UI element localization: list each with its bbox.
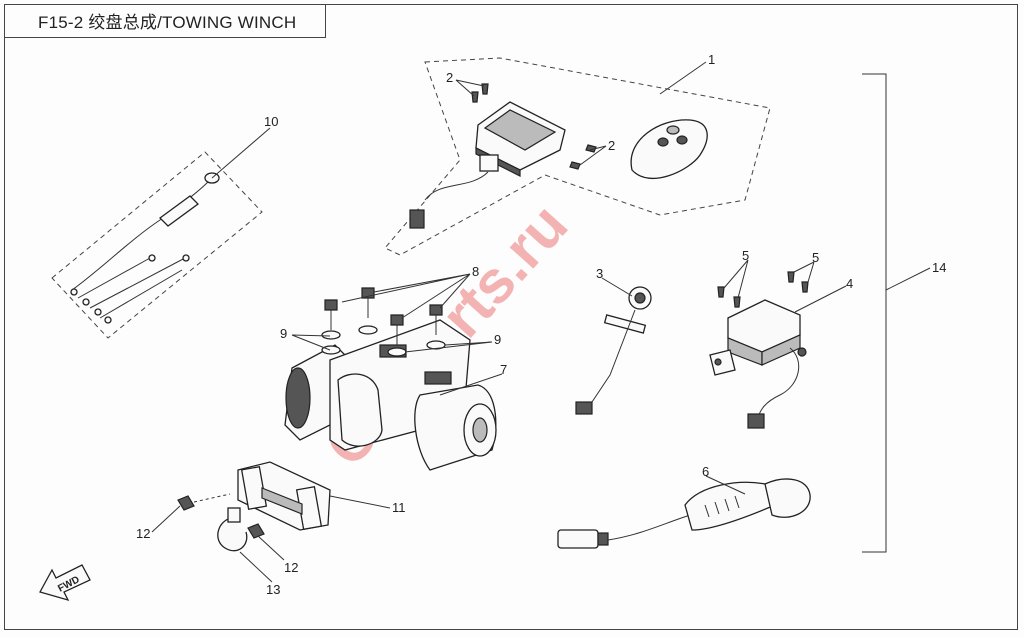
callout-11: 11	[392, 500, 406, 515]
callout-9-right: 9	[494, 332, 501, 347]
callout-13: 13	[266, 582, 280, 597]
callout-2-top: 2	[446, 70, 453, 85]
callout-5-left: 5	[742, 248, 749, 263]
part-13-hook	[217, 507, 248, 552]
callout-12-bottom: 12	[284, 560, 298, 575]
drawing-frame	[4, 4, 1018, 630]
callout-8: 8	[472, 264, 479, 279]
callout-14: 14	[932, 260, 946, 275]
callout-9-left: 9	[280, 326, 287, 341]
diagram-title: F15-2 绞盘总成/TOWING WINCH	[4, 4, 326, 38]
part-1-control-module	[384, 57, 771, 256]
part-10-cable-set	[51, 151, 263, 339]
callout-5-right: 5	[812, 250, 819, 265]
part-12-bolts	[177, 493, 265, 539]
callout-3: 3	[596, 266, 603, 281]
callout-6: 6	[702, 464, 709, 479]
callout-10: 10	[264, 114, 278, 129]
callout-4: 4	[846, 276, 853, 291]
part-7-winch	[284, 287, 497, 471]
callout-12-left: 12	[136, 526, 150, 541]
part-14-bracket	[862, 73, 887, 553]
callout-7: 7	[500, 362, 507, 377]
part-11-fairlead	[237, 461, 331, 531]
part-6-hand-control	[557, 478, 811, 549]
part-3-sensor	[575, 286, 652, 415]
leader-lines	[151, 61, 931, 583]
part-4-relay	[709, 271, 809, 429]
fwd-arrow-icon: FWD	[39, 564, 91, 602]
callout-2-right: 2	[608, 138, 615, 153]
callout-1: 1	[708, 52, 715, 67]
